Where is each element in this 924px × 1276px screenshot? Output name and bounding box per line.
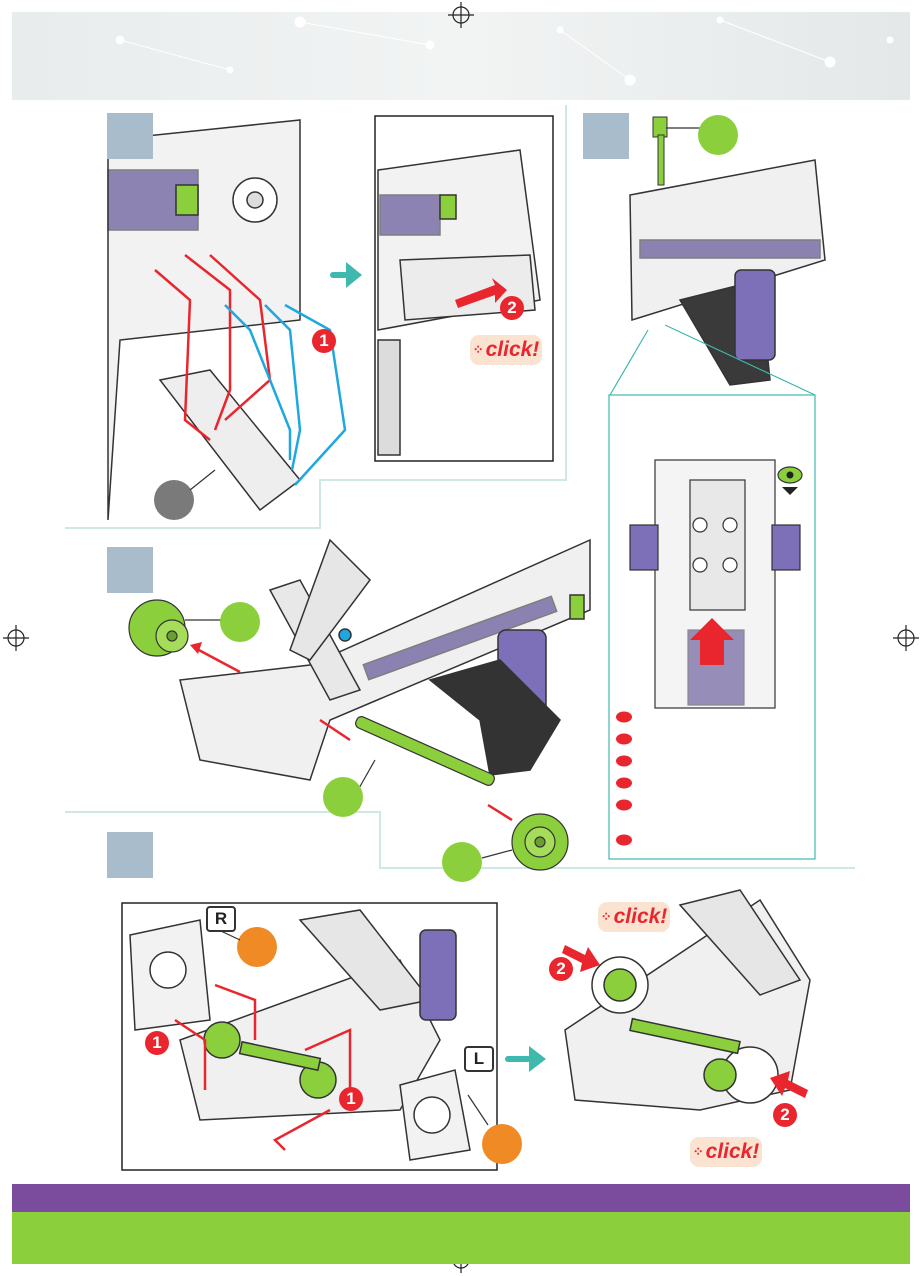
spark-icon: ⁘ (473, 342, 484, 358)
arrow-right-icon (330, 262, 362, 288)
step2-assembly (630, 160, 825, 385)
step3-assembly (180, 540, 590, 780)
axle (354, 715, 496, 787)
callout-number-2: 2 (773, 1103, 797, 1127)
part-marker-green (442, 842, 482, 882)
click-badge: ⁘click! (470, 335, 542, 365)
left-side-label: L (464, 1046, 494, 1072)
footer-green-bar (12, 1212, 910, 1264)
arrow-right-icon (505, 1046, 546, 1072)
callout-number-1: 1 (339, 1087, 363, 1111)
callout-number-1: 1 (312, 329, 336, 353)
part-marker-green (220, 602, 260, 642)
click-label: click! (614, 905, 668, 929)
click-badge: ⁘click! (690, 1137, 762, 1167)
part-marker-green (323, 777, 363, 817)
gear-top (129, 600, 188, 656)
header-decoration (116, 17, 893, 85)
detail-view (630, 460, 800, 708)
click-label: click! (706, 1140, 760, 1164)
step1-assembly (108, 120, 300, 520)
callout-number-2: 2 (500, 296, 524, 320)
click-label: click! (486, 338, 540, 362)
part-marker-orange (482, 1124, 522, 1164)
callout-number-2: 2 (549, 957, 573, 981)
gear-bottom (512, 814, 568, 870)
part-marker-gray (154, 480, 194, 520)
callout-number-1: 1 (145, 1031, 169, 1055)
right-side-label: R (206, 906, 236, 932)
part-marker-orange (237, 927, 277, 967)
spark-icon: ⁘ (693, 1144, 704, 1160)
click-badge: ⁘click! (598, 902, 670, 932)
part-marker-green (698, 115, 738, 155)
footer-purple-bar (12, 1184, 910, 1212)
spark-icon: ⁘ (601, 909, 612, 925)
